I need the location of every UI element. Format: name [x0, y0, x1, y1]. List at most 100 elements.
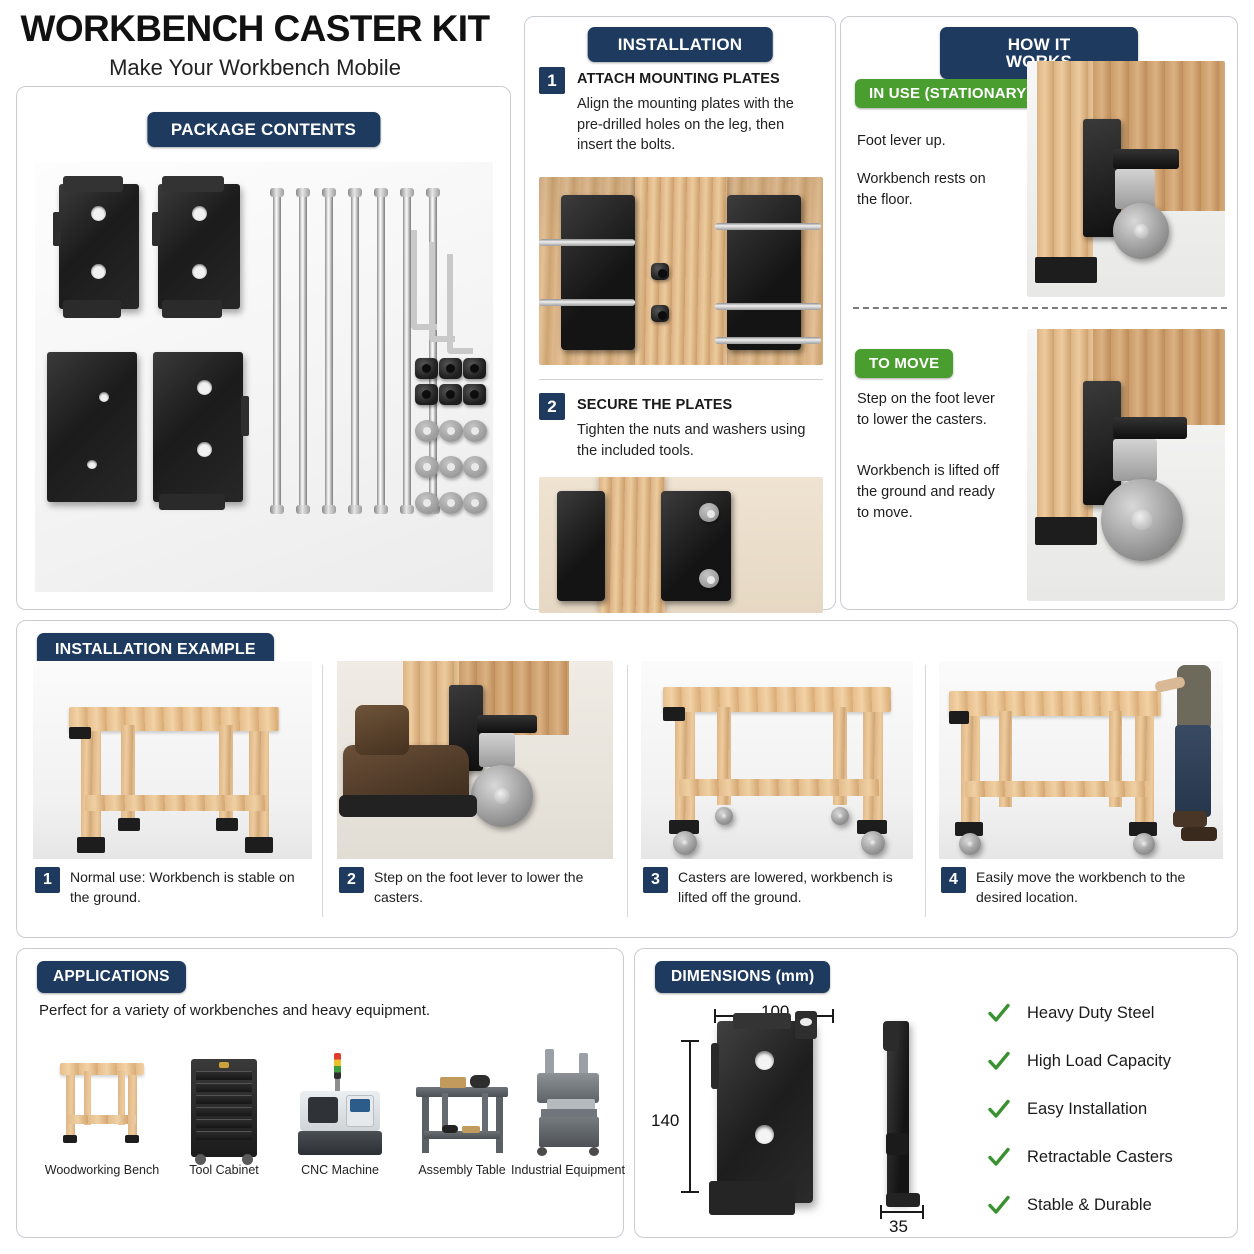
- step-body: Tighten the nuts and washers using the i…: [577, 422, 806, 459]
- application-label: Woodworking Bench: [44, 1163, 160, 1177]
- thickness-tick-left: [880, 1205, 882, 1219]
- washer: [439, 420, 463, 442]
- page-title: WORKBENCH CASTER KIT: [20, 8, 491, 49]
- width-tick-left: [714, 1009, 716, 1023]
- washer: [463, 492, 487, 514]
- package-contents-photo: [35, 162, 493, 592]
- check-icon: [988, 1099, 1010, 1118]
- nut: [439, 384, 462, 405]
- application-item-industrial-equipment: Industrial Equipment: [509, 1035, 627, 1177]
- check-icon: [988, 1051, 1010, 1070]
- tool-cabinet-icon: [165, 1035, 283, 1165]
- example-step-text: Normal use: Workbench is stable on the g…: [70, 869, 295, 906]
- example-step-text: Casters are lowered, workbench is lifted…: [678, 869, 893, 906]
- how-it-works-divider: [853, 307, 1227, 309]
- step-heading: SECURE THE PLATES: [577, 397, 733, 413]
- step-number: 1: [539, 67, 565, 94]
- hex-wrench: [411, 230, 437, 330]
- thickness-value: 35: [889, 1217, 908, 1236]
- nut: [415, 358, 438, 379]
- example-caption-4: 4 Easily move the workbench to the desir…: [941, 867, 1225, 907]
- applications-card: APPLICATIONS Perfect for a variety of wo…: [16, 948, 627, 1238]
- mounting-plate: [152, 176, 240, 318]
- example-photo-2: [337, 661, 613, 859]
- installation-step-1: 1 ATTACH MOUNTING PLATES Align the mount…: [539, 67, 823, 156]
- example-step-number: 1: [35, 867, 60, 893]
- example-step-number: 4: [941, 867, 966, 893]
- check-icon: [988, 1195, 1010, 1214]
- feature-label: High Load Capacity: [1027, 1051, 1172, 1070]
- dimensions-badge: DIMENSIONS (mm): [655, 961, 831, 993]
- feature-item: Retractable Casters: [987, 1145, 1173, 1169]
- plate-side-view: [883, 1021, 920, 1207]
- stationary-line-2: Workbench rests on the floor.: [857, 171, 986, 209]
- application-item-cnc-machine: CNC Machine: [281, 1035, 399, 1177]
- washer: [415, 420, 439, 442]
- example-separator: [925, 665, 926, 917]
- nut: [439, 358, 462, 379]
- application-label: CNC Machine: [301, 1163, 379, 1177]
- feature-item: Stable & Durable: [987, 1193, 1152, 1217]
- plate-front-view: [709, 1011, 817, 1215]
- example-step-3: 3 Casters are lowered, workbench is lift…: [633, 653, 921, 935]
- applications-badge: APPLICATIONS: [37, 961, 186, 993]
- to-move-photo: [1027, 329, 1225, 601]
- example-caption-3: 3 Casters are lowered, workbench is lift…: [643, 867, 915, 907]
- assembly-table-icon: [403, 1035, 521, 1157]
- example-step-number: 2: [339, 867, 364, 893]
- applications-lead-text: Perfect for a variety of workbenches and…: [39, 1002, 431, 1019]
- cnc-machine-icon: [281, 1035, 399, 1157]
- installation-step-1-photo: [539, 177, 823, 365]
- bolt: [400, 188, 414, 514]
- example-photo-4: [939, 661, 1223, 859]
- bolt: [296, 188, 310, 514]
- nut: [415, 384, 438, 405]
- hex-wrench: [447, 254, 473, 354]
- bolt: [374, 188, 388, 514]
- stationary-photo: [1027, 61, 1225, 297]
- example-separator: [627, 665, 628, 917]
- example-separator: [322, 665, 323, 917]
- application-item-tool-cabinet: Tool Cabinet: [165, 1035, 283, 1177]
- height-tick-top: [681, 1040, 699, 1042]
- dimensions-card: DIMENSIONS (mm) 100 140: [634, 948, 1238, 1238]
- example-photo-1: [33, 661, 312, 859]
- page-subtitle: Make Your Workbench Mobile: [109, 55, 401, 80]
- nut: [463, 384, 486, 405]
- washer: [463, 456, 487, 478]
- installation-step-2: 2 SECURE THE PLATES Tighten the nuts and…: [539, 393, 823, 461]
- check-icon: [988, 1147, 1010, 1166]
- how-it-works-card: HOW IT WORKS IN USE (STATIONARY) Foot le…: [840, 16, 1238, 610]
- check-icon: [988, 1003, 1010, 1022]
- washer: [415, 492, 439, 514]
- state-badge-to-move: TO MOVE: [855, 349, 954, 378]
- example-step-text: Easily move the workbench to the desired…: [976, 869, 1186, 906]
- feature-label: Heavy Duty Steel: [1027, 1003, 1155, 1022]
- height-tick-bottom: [681, 1191, 699, 1193]
- example-step-text: Step on the foot lever to lower the cast…: [374, 869, 584, 906]
- example-step-number: 3: [643, 867, 668, 893]
- step-heading: ATTACH MOUNTING PLATES: [577, 71, 780, 87]
- industrial-equipment-icon: [509, 1035, 627, 1157]
- bolt: [348, 188, 362, 514]
- woodworking-bench-icon: [43, 1035, 161, 1157]
- example-photo-3: [641, 661, 913, 859]
- feature-label: Retractable Casters: [1027, 1147, 1173, 1166]
- installation-example-card: INSTALLATION EXAMPLE 1 Normal use: Wo: [16, 620, 1238, 938]
- nut: [463, 358, 486, 379]
- example-step-1: 1 Normal use: Workbench is stable on the…: [25, 653, 320, 935]
- installation-badge: INSTALLATION: [587, 27, 773, 62]
- thickness-dimension-line: [881, 1211, 923, 1213]
- installation-step-2-photo: [539, 477, 823, 613]
- application-label: Industrial Equipment: [511, 1163, 625, 1177]
- height-value: 140: [651, 1107, 680, 1135]
- feature-label: Stable & Durable: [1027, 1195, 1152, 1214]
- step-number: 2: [539, 393, 565, 420]
- thickness-tick-right: [922, 1205, 924, 1219]
- application-label: Assembly Table: [418, 1163, 506, 1177]
- step-body: Align the mounting plates with the pre-d…: [577, 96, 794, 154]
- feature-item: Heavy Duty Steel: [987, 1001, 1154, 1025]
- package-contents-badge: PACKAGE CONTENTS: [146, 112, 381, 147]
- to-move-line-1: Step on the foot lever to lower the cast…: [857, 391, 995, 429]
